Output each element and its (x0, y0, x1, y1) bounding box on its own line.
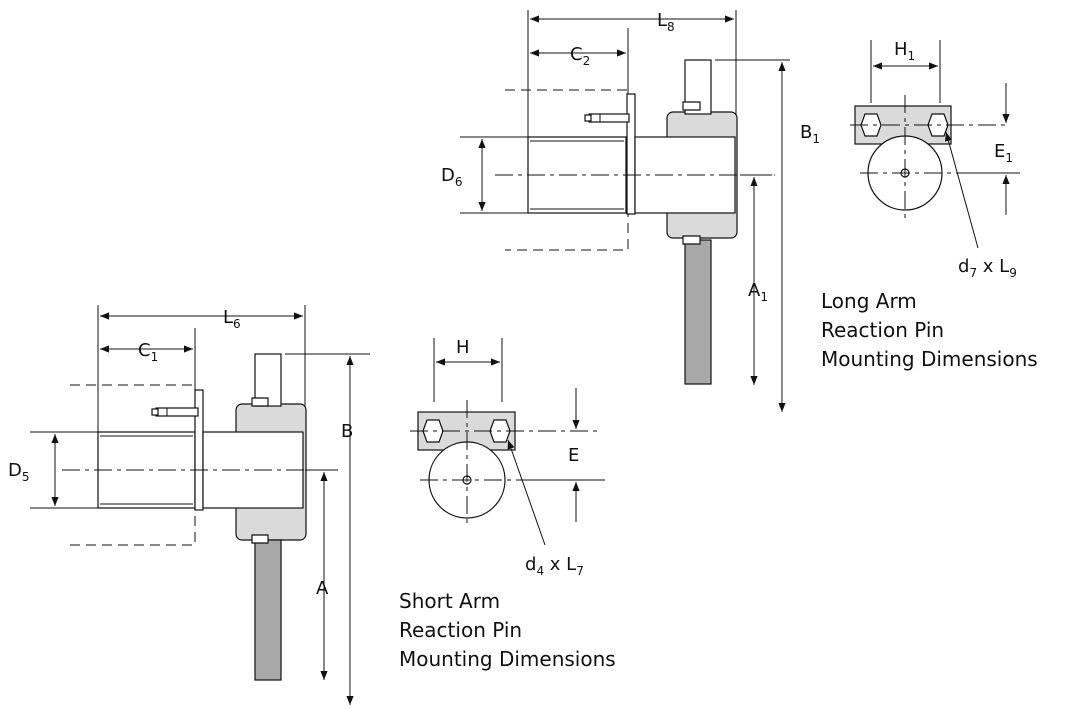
reaction-arm (684, 239, 712, 385)
label-D5: D5 (8, 460, 30, 484)
caption-long-arm: Long Arm Reaction Pin Mounting Dimension… (821, 289, 1038, 371)
caption-short-arm: Short Arm Reaction Pin Mounting Dimensio… (399, 589, 616, 671)
label-d4-L7: d4 x L7 (525, 554, 584, 578)
long-arm-pin-detail: H1 E1 d7 x L9 Long Arm Reaction Pin Moun… (821, 39, 1038, 371)
label-D6: D6 (441, 165, 463, 189)
arm-hook (251, 534, 269, 544)
bolt-tip (151, 408, 159, 416)
label-A1: A1 (748, 280, 768, 304)
housing-outline (505, 89, 629, 251)
clip-hook (251, 397, 269, 407)
label-B1: B1 (800, 122, 820, 146)
label-E1: E1 (994, 141, 1013, 165)
label-d7-L9: d7 x L9 (958, 256, 1017, 280)
bolt-shank (155, 407, 199, 417)
reaction-arm (254, 539, 282, 681)
long-arm-assembly: L8 C2 D6 B1 A1 (441, 10, 820, 412)
top-clip (254, 353, 282, 407)
label-A: A (316, 578, 329, 599)
label-C2: C2 (570, 44, 590, 68)
label-C1: C1 (138, 340, 158, 364)
label-B: B (341, 421, 353, 442)
label-H1: H1 (894, 39, 915, 63)
short-arm-assembly: L6 C1 D5 B A (8, 305, 370, 705)
label-H: H (456, 337, 470, 358)
leader-d4 (507, 439, 546, 546)
arm-hook (682, 235, 701, 245)
shaft-cylinder (97, 431, 196, 509)
label-L6: L6 (223, 307, 241, 331)
label-E: E (568, 445, 579, 466)
label-L8: L8 (657, 10, 675, 34)
leader-d7 (944, 131, 979, 249)
bolt-tip (584, 114, 592, 122)
hex-nut-left (860, 113, 882, 137)
bolt-shank (588, 113, 630, 123)
clip-hook (682, 101, 701, 111)
short-arm-pin-detail: H E d4 x L7 Short Arm Reaction Pin Mount… (399, 337, 616, 671)
flange-plate (626, 93, 636, 215)
hub-cylinder (634, 136, 736, 214)
